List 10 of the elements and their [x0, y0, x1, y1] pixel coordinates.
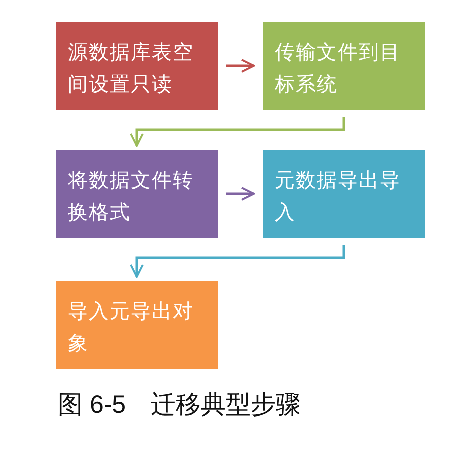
- figure-caption: 图 6-5 迁移典型步骤: [58, 390, 302, 421]
- process-box: 将数据文件转换格式: [56, 150, 218, 238]
- arrow: [130, 245, 346, 278]
- process-box: 元数据导出导入: [263, 150, 425, 238]
- process-box: 源数据库表空间设置只读: [56, 22, 218, 110]
- arrow: [226, 59, 255, 73]
- process-box: 传输文件到目标系统: [263, 22, 425, 110]
- arrow: [130, 117, 346, 147]
- arrow: [226, 187, 255, 201]
- process-box: 导入元导出对象: [56, 281, 218, 369]
